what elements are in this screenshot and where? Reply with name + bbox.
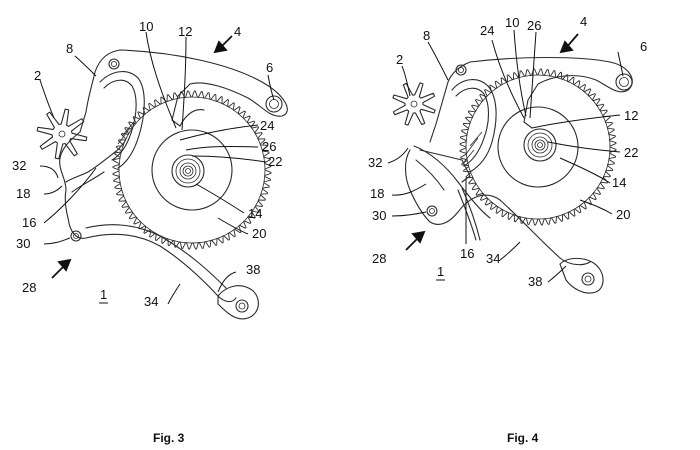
label-34: 34 (144, 294, 158, 309)
label-16: 16 (460, 246, 474, 261)
label-28: 28 (22, 280, 36, 295)
label-24: 24 (260, 118, 274, 133)
label-32: 32 (368, 155, 382, 170)
figure-4: 24 10 26 4 8 6 2 12 22 32 14 18 20 30 16… (368, 14, 647, 445)
arm-8 (79, 71, 145, 169)
star-wheel-2 (392, 82, 436, 126)
label-20: 20 (616, 207, 630, 222)
cam-14 (171, 154, 205, 188)
pawl-28 (59, 131, 259, 320)
label-22: 22 (624, 145, 638, 160)
label-34: 34 (486, 251, 500, 266)
label-30: 30 (372, 208, 386, 223)
label-12: 12 (624, 108, 638, 123)
label-4: 4 (580, 14, 587, 29)
label-26: 26 (527, 18, 541, 33)
label-1: 1 (437, 264, 444, 279)
label-32: 32 (12, 158, 26, 173)
label-6: 6 (640, 39, 647, 54)
figure-caption: Fig. 3 (153, 431, 185, 445)
labels-fig4: 24 10 26 4 8 6 2 12 22 32 14 18 20 30 16… (368, 14, 647, 445)
pawl-28 (404, 145, 604, 294)
label-8: 8 (66, 41, 73, 56)
label-6: 6 (266, 60, 273, 75)
label-14: 14 (612, 175, 626, 190)
cam-14 (523, 128, 557, 162)
label-20: 20 (252, 226, 266, 241)
label-1: 1 (100, 287, 107, 302)
label-30: 30 (16, 236, 30, 251)
label-26: 26 (262, 139, 276, 154)
label-18: 18 (370, 186, 384, 201)
label-38: 38 (246, 262, 260, 277)
label-28: 28 (372, 251, 386, 266)
star-wheel-2 (36, 108, 88, 160)
label-18: 18 (16, 186, 30, 201)
label-8: 8 (423, 28, 430, 43)
leader-lines-fig3 (39, 31, 275, 305)
figure-caption: Fig. 4 (507, 431, 539, 445)
label-16: 16 (22, 215, 36, 230)
label-2: 2 (34, 68, 41, 83)
label-10: 10 (505, 15, 519, 30)
toothed-wheel-20 (112, 90, 272, 250)
label-4: 4 (234, 24, 241, 39)
labels-fig3: 10 12 4 8 6 2 24 26 22 32 18 14 16 20 30… (12, 19, 282, 445)
label-24: 24 (480, 23, 494, 38)
label-12: 12 (178, 24, 192, 39)
leader-lines-fig4 (387, 29, 624, 283)
arm-8 (429, 79, 497, 173)
label-38: 38 (528, 274, 542, 289)
label-22: 22 (268, 154, 282, 169)
label-2: 2 (396, 52, 403, 67)
lever-4 (447, 56, 633, 129)
figure-3: 10 12 4 8 6 2 24 26 22 32 18 14 16 20 30… (12, 19, 288, 445)
label-10: 10 (139, 19, 153, 34)
lever-4 (94, 49, 288, 127)
label-14: 14 (248, 206, 262, 221)
